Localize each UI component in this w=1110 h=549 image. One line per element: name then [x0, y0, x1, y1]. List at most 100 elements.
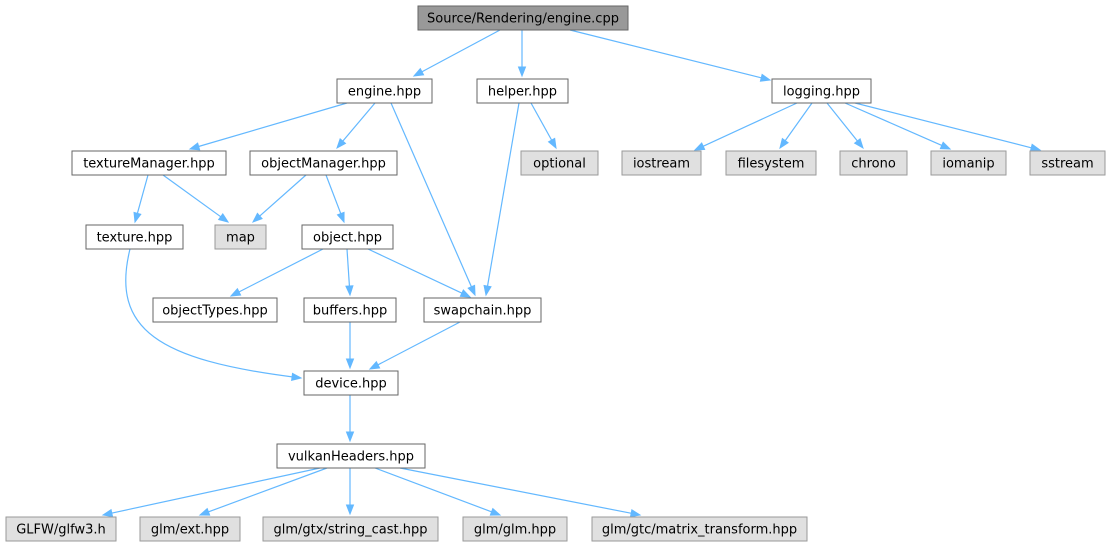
node-object-hpp[interactable]: object.hpp [301, 224, 394, 250]
edge-vulkanHeaders_hpp-to-glm_matrix_transform [399, 467, 642, 518]
edge-line [197, 102, 348, 148]
node-device-hpp[interactable]: device.hpp [303, 370, 399, 396]
arrowhead [483, 284, 492, 297]
node-box [520, 150, 599, 176]
node-label: textureManager.hpp [83, 157, 215, 172]
edge-engine_cpp-to-helper_hpp [517, 30, 527, 78]
arrowhead [229, 287, 242, 297]
arrowhead [188, 142, 201, 151]
edge-engine_hpp-to-objectManager_hpp [336, 102, 376, 150]
node-label: objectManager.hpp [261, 157, 386, 172]
edge-line [486, 102, 520, 288]
edge-logging_hpp-to-filesystem [779, 102, 813, 150]
arrowhead [217, 213, 230, 223]
edge-helper_hpp-to-optional [530, 102, 557, 150]
node-objectTypes-hpp[interactable]: objectTypes.hpp [152, 297, 278, 323]
edge-line [702, 102, 798, 148]
arrowhead [345, 285, 354, 297]
node-engine-hpp[interactable]: engine.hpp [336, 78, 433, 104]
node-box [417, 5, 629, 31]
node-label: swapchain.hpp [434, 304, 532, 319]
node-box [621, 150, 702, 176]
node-label: logging.hpp [783, 85, 860, 100]
arrowhead [939, 141, 952, 150]
node-box [591, 516, 808, 542]
node-box [152, 297, 278, 323]
node-box [725, 150, 817, 176]
arrowhead [133, 211, 142, 224]
node-engine-cpp[interactable]: Source/Rendering/engine.cpp [417, 5, 629, 31]
edge-line [367, 248, 464, 295]
edge-objectManager_hpp-to-object_hpp [325, 174, 345, 224]
node-label: GLFW/glfw3.h [16, 523, 106, 538]
arrowhead [101, 508, 114, 518]
arrowhead [547, 137, 557, 150]
node-box [214, 224, 267, 250]
node-label: vulkanHeaders.hpp [288, 450, 414, 465]
arrowhead [489, 507, 502, 516]
edge-line [125, 248, 294, 378]
node-vulkanHeaders-hpp[interactable]: vulkanHeaders.hpp [276, 443, 426, 469]
node-box [303, 370, 399, 396]
edge-texture_hpp-to-device_hpp [125, 248, 303, 381]
node-glm-ext: glm/ext.hpp [139, 516, 241, 542]
edge-engine_hpp-to-swapchain_hpp [390, 102, 476, 297]
node-label: iostream [633, 157, 690, 172]
edge-line [374, 467, 493, 513]
edges-layer [101, 29, 1042, 518]
node-label: chrono [851, 157, 896, 172]
edge-line [420, 29, 501, 73]
edge-logging_hpp-to-iostream [693, 102, 798, 151]
node-iostream: iostream [621, 150, 702, 176]
arrowhead [853, 137, 864, 150]
edge-vulkanHeaders_hpp-to-glfw3_h [101, 467, 321, 518]
edge-textureManager_hpp-to-map [162, 174, 230, 223]
arrowhead [459, 289, 472, 298]
arrowhead [345, 431, 355, 443]
node-box [462, 516, 568, 542]
node-box [476, 78, 569, 104]
node-optional: optional [520, 150, 599, 176]
edge-helper_hpp-to-swapchain_hpp [483, 102, 520, 297]
edge-buffers_hpp-to-device_hpp [345, 322, 355, 370]
edge-line [258, 174, 307, 218]
edge-line [136, 174, 149, 215]
arrowhead [291, 372, 303, 381]
node-buffers-hpp[interactable]: buffers.hpp [303, 297, 397, 323]
arrowhead [629, 509, 642, 518]
node-map: map [214, 224, 267, 250]
node-label: iomanip [942, 157, 994, 172]
node-helper-hpp[interactable]: helper.hpp [476, 78, 569, 104]
node-swapchain-hpp[interactable]: swapchain.hpp [423, 297, 542, 323]
edge-logging_hpp-to-sstream [854, 102, 1042, 152]
node-box [301, 224, 394, 250]
node-textureManager-hpp[interactable]: textureManager.hpp [71, 150, 227, 176]
arrowhead [693, 142, 706, 151]
edge-object_hpp-to-swapchain_hpp [367, 248, 472, 298]
edge-line [530, 102, 553, 142]
arrowhead [517, 66, 527, 78]
arrowhead [336, 138, 347, 150]
node-label: helper.hpp [488, 85, 557, 100]
node-label: glm/gtc/matrix_transform.hpp [602, 523, 797, 538]
node-logging-hpp[interactable]: logging.hpp [771, 78, 872, 104]
edge-line [207, 467, 328, 513]
node-box [839, 150, 908, 176]
edge-textureManager_hpp-to-texture_hpp [133, 174, 149, 224]
node-label: filesystem [738, 157, 805, 172]
edge-objectManager_hpp-to-map [251, 174, 307, 223]
arrowhead [345, 504, 355, 516]
node-label: sstream [1041, 157, 1093, 172]
node-box [85, 224, 184, 250]
node-texture-hpp[interactable]: texture.hpp [85, 224, 184, 250]
node-box [336, 78, 433, 104]
edge-engine_cpp-to-logging_hpp [569, 29, 772, 82]
edge-line [390, 102, 473, 288]
edge-engine_hpp-to-textureManager_hpp [188, 102, 348, 151]
node-glfw3-h: GLFW/glfw3.h [5, 516, 117, 542]
node-box [303, 297, 397, 323]
node-box [1029, 150, 1106, 176]
node-objectManager-hpp[interactable]: objectManager.hpp [249, 150, 398, 176]
node-glm-glm: glm/glm.hpp [462, 516, 568, 542]
node-glm-matrix-transform: glm/gtc/matrix_transform.hpp [591, 516, 808, 542]
